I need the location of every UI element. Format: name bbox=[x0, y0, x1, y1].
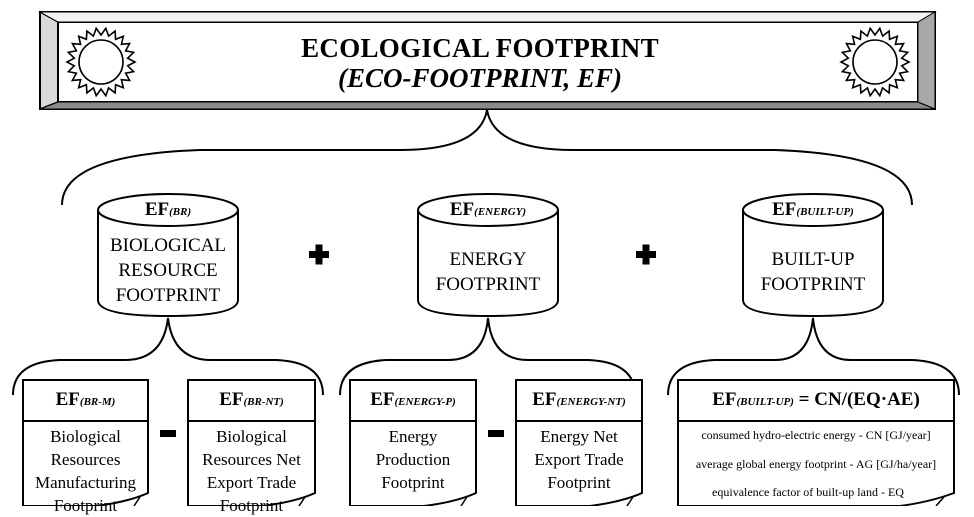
top-brace bbox=[61, 109, 913, 206]
cylinder-energy-symbol: EF(ENERGY) bbox=[449, 199, 527, 220]
built-up-formula: EF(BUILT-UP) = CN/(EQ·AE) bbox=[712, 389, 920, 410]
brace-built-up bbox=[667, 317, 960, 396]
cylinder-br-symbol: EF(BR) bbox=[144, 199, 192, 220]
cylinder-br bbox=[97, 193, 239, 318]
doc-br-m-symbol: EF(BR-M) bbox=[55, 389, 116, 410]
diagram-subtitle: (ECO-FOOTPRINT, EF) bbox=[337, 63, 623, 93]
formula-line-cn: consumed hydro-electric energy - CN [GJ/… bbox=[701, 428, 931, 442]
brace-energy bbox=[339, 317, 636, 396]
doc-br-nt-symbol: EF(BR-NT) bbox=[219, 389, 284, 410]
plus-icon bbox=[636, 244, 656, 265]
sunburst-icon bbox=[65, 26, 137, 98]
sunburst-icon bbox=[839, 26, 911, 98]
formula-line-eq: equivalence factor of built-up land - EQ bbox=[712, 485, 904, 499]
cylinder-built-up bbox=[742, 193, 884, 318]
doc-energy-nt-symbol: EF(ENERGY-NT) bbox=[532, 389, 626, 410]
diagram-title: ECOLOGICAL FOOTPRINT bbox=[301, 33, 659, 63]
minus-icon bbox=[488, 430, 504, 437]
cylinder-built-up-symbol: EF(BUILT-UP) bbox=[772, 199, 854, 220]
brace-br bbox=[12, 317, 324, 396]
diagram-canvas bbox=[12, 11, 960, 506]
minus-icon bbox=[160, 430, 176, 437]
formula-line-ag: average global energy footprint - AG [GJ… bbox=[695, 457, 937, 471]
plus-icon bbox=[309, 244, 329, 265]
doc-energy-p-symbol: EF(ENERGY-P) bbox=[370, 389, 456, 410]
title-frame bbox=[38, 11, 937, 110]
cylinder-energy bbox=[417, 193, 559, 318]
